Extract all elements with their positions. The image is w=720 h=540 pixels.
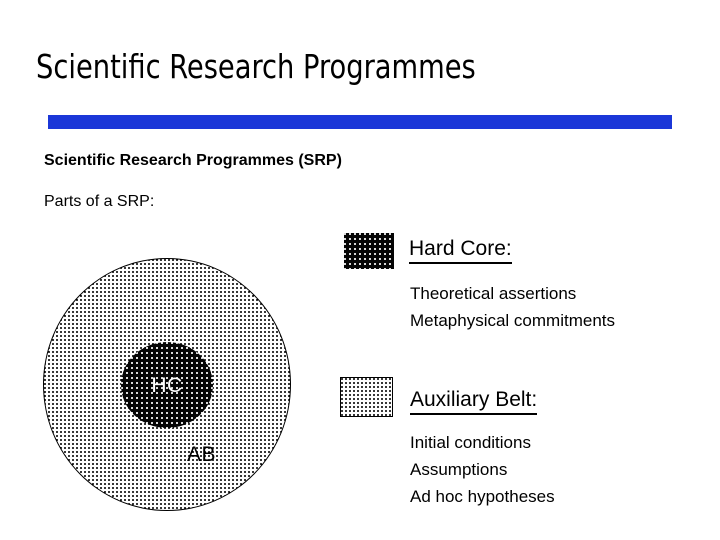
hard-core-title: Hard Core: <box>409 237 512 264</box>
srp-subheading: Parts of a SRP: <box>44 193 155 210</box>
hard-core-line-1: Theoretical assertions <box>410 284 577 303</box>
auxiliary-belt-lines: Initial conditions Assumptions Ad hoc hy… <box>410 429 555 510</box>
hard-core-circle: HC <box>121 342 213 428</box>
auxiliary-belt-swatch-icon <box>340 377 393 417</box>
auxiliary-belt-title: Auxiliary Belt: <box>410 388 538 415</box>
auxiliary-belt-circle: AB HC <box>43 258 291 511</box>
srp-heading: Scientific Research Programmes (SRP) <box>44 152 342 169</box>
auxiliary-belt-circle-label: AB <box>187 443 217 466</box>
hard-core-line-2: Metaphysical commitments <box>410 311 616 330</box>
srp-circle-diagram: AB HC <box>43 258 293 513</box>
page-title: Scientific Research Programmes <box>36 47 476 86</box>
auxiliary-belt-line-1: Initial conditions <box>410 433 531 452</box>
hard-core-circle-label: HC <box>151 373 183 397</box>
auxiliary-belt-line-2: Assumptions <box>410 460 508 479</box>
hard-core-swatch-icon <box>344 233 394 269</box>
hard-core-lines: Theoretical assertions Metaphysical comm… <box>410 280 615 334</box>
title-divider-bar <box>48 115 672 129</box>
auxiliary-belt-line-3: Ad hoc hypotheses <box>410 487 555 506</box>
